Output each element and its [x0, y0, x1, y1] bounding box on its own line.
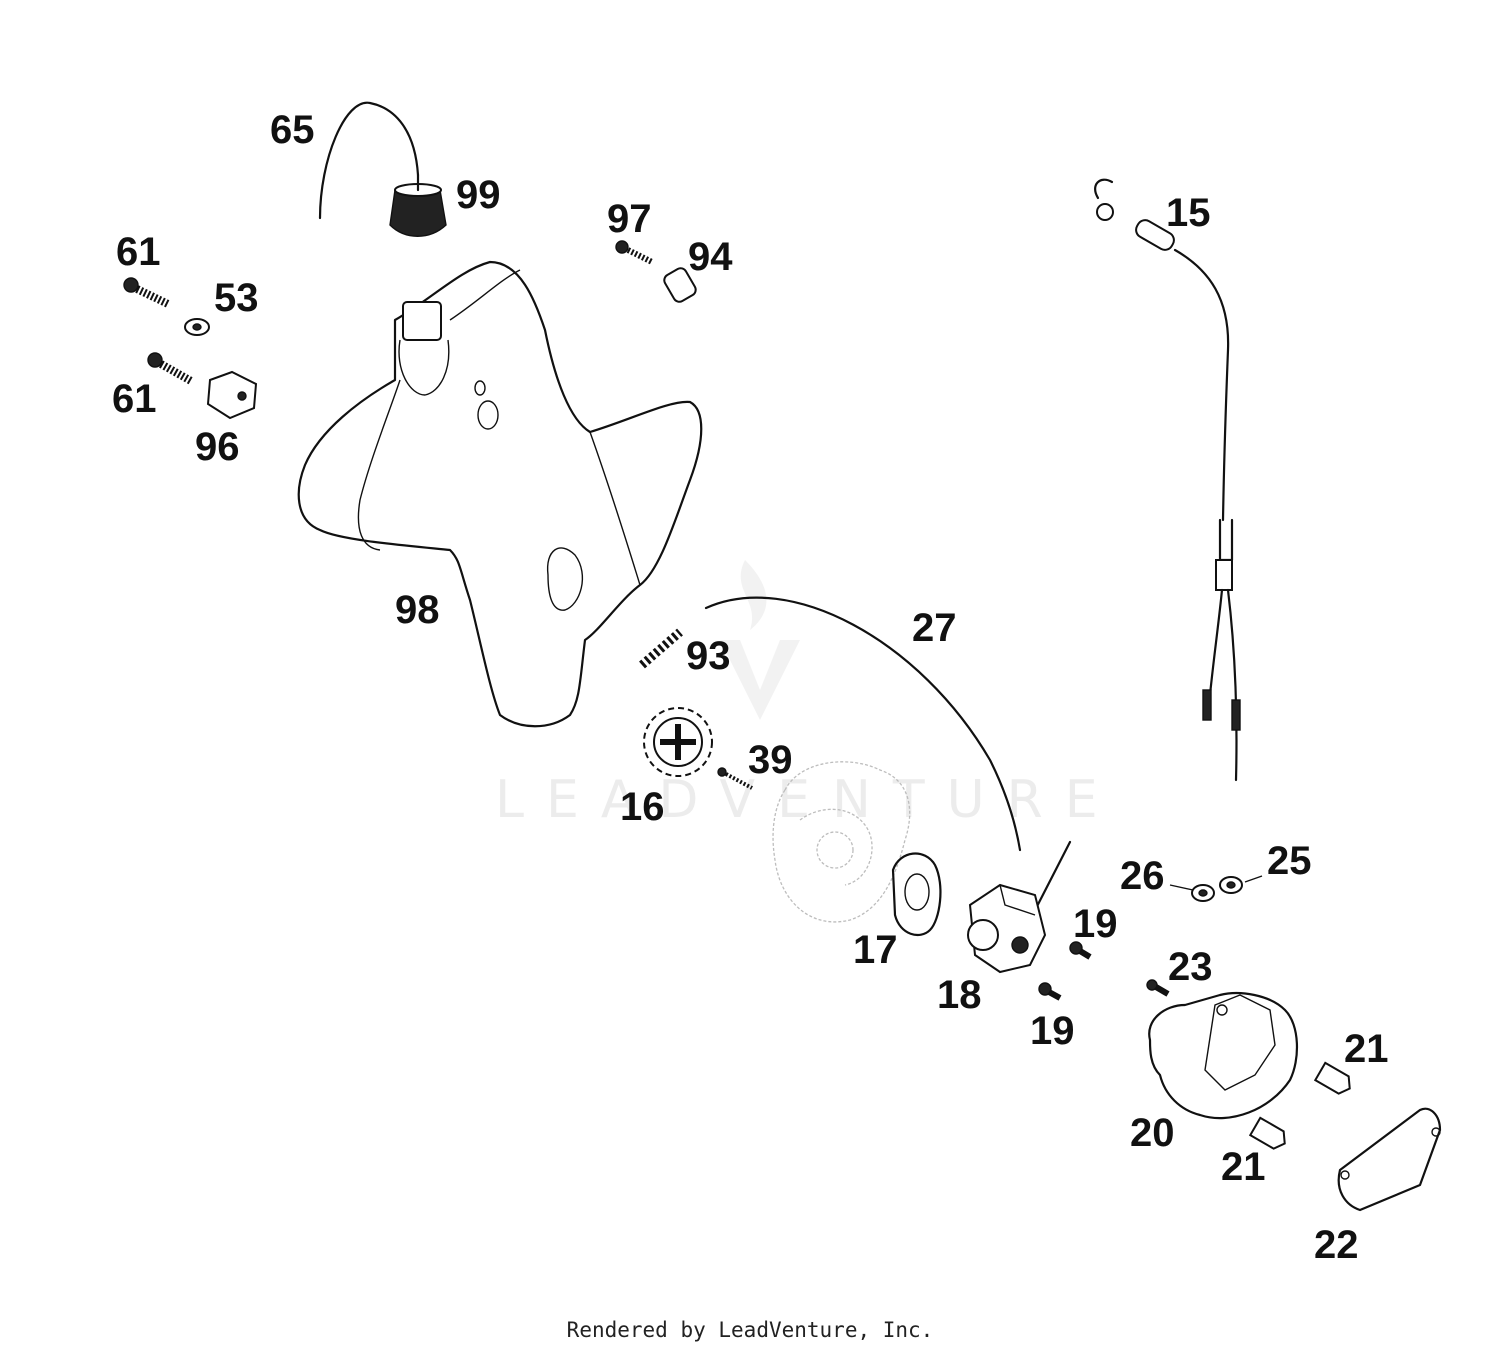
screw-icon: [717, 767, 753, 790]
sleeve-icon: [1248, 1116, 1286, 1150]
label-21-top: 21: [1344, 1027, 1389, 1071]
fuel-hose-icon: [704, 596, 1022, 852]
label-18: 18: [937, 973, 982, 1017]
gear-icon: [643, 707, 713, 777]
vent-hose-icon: [318, 101, 420, 220]
label-39: 39: [748, 738, 793, 782]
screw-icon: [1146, 979, 1170, 997]
cover-plate-icon: [1337, 1107, 1442, 1212]
gasket-icon: [891, 852, 942, 937]
fuel-tank-icon: [297, 260, 703, 728]
bolt-icon: [147, 352, 193, 385]
label-16: 16: [620, 785, 665, 829]
label-26: 26: [1120, 854, 1165, 898]
washer-icon: [1191, 884, 1215, 902]
bolt-icon: [123, 277, 170, 308]
hose-nipple-icon: [639, 628, 683, 669]
label-94: 94: [688, 235, 733, 279]
label-97: 97: [607, 197, 652, 241]
label-25: 25: [1267, 839, 1312, 883]
carburetor-cover-icon: [1148, 992, 1299, 1120]
carburetor-icon: [967, 840, 1072, 974]
screw-icon: [1038, 982, 1062, 1001]
label-20: 20: [1130, 1111, 1175, 1155]
bushing-icon: [663, 267, 697, 303]
label-22: 22: [1314, 1223, 1359, 1267]
sleeve-icon: [1313, 1061, 1351, 1095]
label-21-bottom: 21: [1221, 1145, 1266, 1189]
label-96: 96: [195, 425, 240, 469]
screw-icon: [615, 240, 654, 265]
label-65: 65: [270, 108, 315, 152]
label-53: 53: [214, 276, 259, 320]
label-27: 27: [912, 606, 957, 650]
label-17: 17: [853, 928, 898, 972]
washer-icon: [1219, 876, 1243, 894]
label-93: 93: [686, 634, 731, 678]
label-61-bottom: 61: [112, 377, 157, 421]
label-99: 99: [456, 173, 501, 217]
label-19-top: 19: [1073, 902, 1118, 946]
engine-housing-icon: [772, 761, 911, 923]
screw-icon: [1069, 941, 1092, 960]
footer-credit: Rendered by LeadVenture, Inc.: [566, 1318, 934, 1342]
choke-cable-icon: [1094, 178, 1241, 782]
label-23: 23: [1168, 945, 1213, 989]
label-61-top: 61: [116, 230, 161, 274]
watermark-logo-icon: [720, 560, 800, 720]
label-19-bottom: 19: [1030, 1009, 1075, 1053]
nut-icon: [206, 370, 258, 420]
washer-icon: [184, 318, 210, 336]
watermark-text: LEADVENTURE: [495, 770, 1120, 830]
label-98: 98: [395, 588, 440, 632]
fuel-cap-icon: [389, 173, 447, 237]
label-15: 15: [1166, 191, 1211, 235]
